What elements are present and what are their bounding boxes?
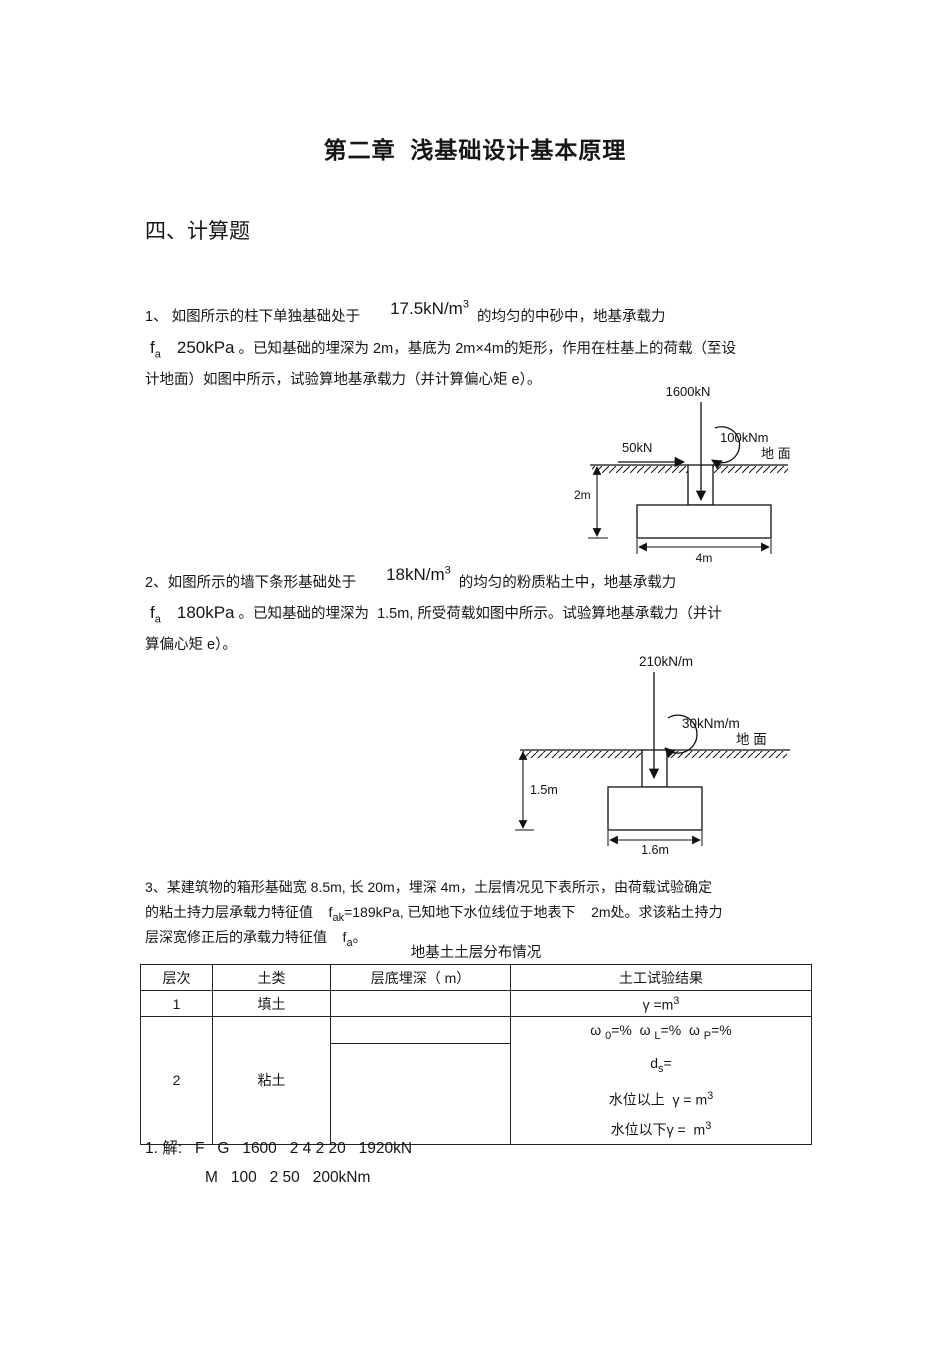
problem3-line2: 的粘土持力层承载力特征值 fak=189kPa, 已知地下水位线位于地表下 2m… — [145, 904, 723, 924]
cell-depth-empty-1 — [330, 990, 511, 1017]
header-depth: 层底埋深（ m） — [330, 964, 511, 991]
fig2-footing — [607, 786, 703, 831]
figure2-strip-foundation-diagram: 210kN/m 30kNm/m 地 面 1.5m 1.6m — [515, 654, 790, 857]
fig1-ground-hatch-right — [713, 466, 788, 473]
table-row-clay-soil: 2 粘土 ω 0=% ω L=% ω P=% ds= 水位以上 γ = m3 水… — [140, 1015, 812, 1145]
problem2-line1-text: 2、如图所示的墙下条形基础处于 — [145, 575, 357, 591]
table-row-clay-soil-sub — [141, 1043, 812, 1145]
fig1-width-label: 4m — [696, 551, 713, 565]
cell-depth-empty-2a — [330, 1015, 511, 1045]
fa-symbol: fa — [150, 603, 161, 626]
fig2-width-label: 1.6m — [641, 843, 669, 857]
fig1-footing — [636, 504, 772, 539]
fig1-depth-label: 2m — [574, 488, 591, 502]
fig2-moment-arrow — [664, 714, 698, 759]
problem2-bearing-capacity-value: 180kPa — [176, 603, 235, 622]
problem2-line2: fa 180kPa。已知基础的埋深为 1.5m, 所受荷载如图中所示。试验算地基承… — [150, 602, 722, 625]
specific-gravity-line: ds= — [650, 1054, 672, 1075]
answer-line2: M 100 2 50 200kNm — [205, 1169, 371, 1186]
fig1-moment-label: 100kNm — [720, 430, 768, 445]
fig2-ground-hatch-left — [522, 751, 642, 758]
table-row-fill-soil: 1 填土 γ =m3 — [140, 990, 812, 1017]
chapter-title: 第二章 浅基础设计基本原理 — [323, 137, 627, 163]
problem1-line2-text: 。已知基础的埋深为 2m，基底为 2m×4m的矩形，作用在柱基上的荷载（至设 — [238, 341, 736, 357]
soil-table: 层次 土类 层底埋深（ m） 土工试验结果 1 填土 γ =m3 2 粘土 ω … — [140, 964, 812, 1145]
fig1-horizontal-load-label: 50kN — [622, 440, 652, 455]
fig1-ground-label: 地 面 — [761, 446, 791, 461]
cell-layer-2: 2 — [140, 1016, 213, 1145]
water-content-line: ω 0=% ω L=% ω P=% — [590, 1022, 732, 1042]
fig2-moment-label: 30kNm/m — [682, 716, 740, 731]
cell-layer-1: 1 — [140, 990, 213, 1017]
problem2-line2-text: 。已知基础的埋深为 1.5m, 所受荷载如图中所示。试验算地基承载力（并计 — [238, 606, 722, 622]
problem2-line1: 2、如图所示的墙下条形基础处于 18kN/m3 的均匀的粉质粘土中，地基承载力 — [145, 564, 677, 592]
soil-table-caption: 地基土土层分布情况 — [410, 945, 542, 961]
section-heading: 四、计算题 — [145, 220, 250, 243]
problem2-unit-weight-value: 18kN/m3 — [386, 564, 451, 584]
problem3-line3: 层深宽修正后的承载力特征值 fa。 — [145, 929, 367, 949]
problem1-line2: fa 250kPa。已知基础的埋深为 2m，基底为 2m×4m的矩形，作用在柱基上… — [150, 337, 736, 360]
fak-subscript: ak — [332, 911, 345, 924]
below-water-gamma-line: 水位以下γ = m3 — [610, 1120, 712, 1138]
above-water-gamma-line: 水位以上 γ = m3 — [608, 1089, 714, 1108]
problem3-line1: 3、某建筑物的箱形基础宽 8.5m, 长 20m，埋深 4m，土层情况见下表所示… — [145, 879, 713, 895]
fig1-vertical-load-label: 1600kN — [666, 384, 711, 399]
cell-result-gamma: γ =m3 — [510, 990, 812, 1017]
answer-line1: 1. 解: F G 1600 2 4 2 20 1920kN — [145, 1140, 413, 1157]
fig1-ground-hatch-left — [592, 466, 688, 473]
header-layer: 层次 — [140, 964, 213, 991]
fig1-moment-arrow — [711, 426, 741, 470]
problem2-line3: 算偏心矩 e）。 — [145, 637, 237, 653]
cell-soil-fill: 填土 — [212, 990, 331, 1017]
fa-symbol: fa — [150, 338, 161, 361]
header-test-results: 土工试验结果 — [510, 964, 812, 991]
problem2-line1-text2: 的均匀的粉质粘土中，地基承载力 — [458, 575, 677, 591]
table-header-row: 层次 土类 层底埋深（ m） 土工试验结果 — [140, 964, 812, 991]
fa-subscript: a — [346, 936, 353, 949]
figure1-foundation-diagram: 1600kN 100kNm 50kN 地 面 2m 4m — [574, 384, 791, 565]
problem1-unit-weight-value: 17.5kN/m3 — [390, 298, 469, 318]
fig2-depth-label: 1.5m — [530, 783, 558, 797]
fig2-ground-hatch-right — [667, 751, 787, 758]
cell-clay-test-results: ω 0=% ω L=% ω P=% ds= 水位以上 γ = m3 水位以下γ … — [510, 1016, 812, 1145]
fig2-ground-label: 地 面 — [736, 732, 767, 747]
cell-soil-clay: 粘土 — [212, 1016, 331, 1145]
problem1-line3: 计地面）如图中所示，试验算地基承载力（并计算偏心矩 e）。 — [145, 372, 542, 388]
problem1-bearing-capacity-value: 250kPa — [176, 338, 235, 357]
problem1-line1: 1、 如图所示的柱下单独基础处于 17.5kN/m3 的均匀的中砂中，地基承载力 — [145, 298, 666, 326]
fig2-vertical-load-label: 210kN/m — [639, 654, 693, 669]
cell-depth-empty-2b — [330, 1043, 511, 1145]
problem1-line1-text2: 的均匀的中砂中，地基承载力 — [476, 309, 666, 325]
problem1-line1-text: 1、 如图所示的柱下单独基础处于 — [145, 309, 361, 325]
header-soil-type: 土类 — [212, 964, 331, 991]
